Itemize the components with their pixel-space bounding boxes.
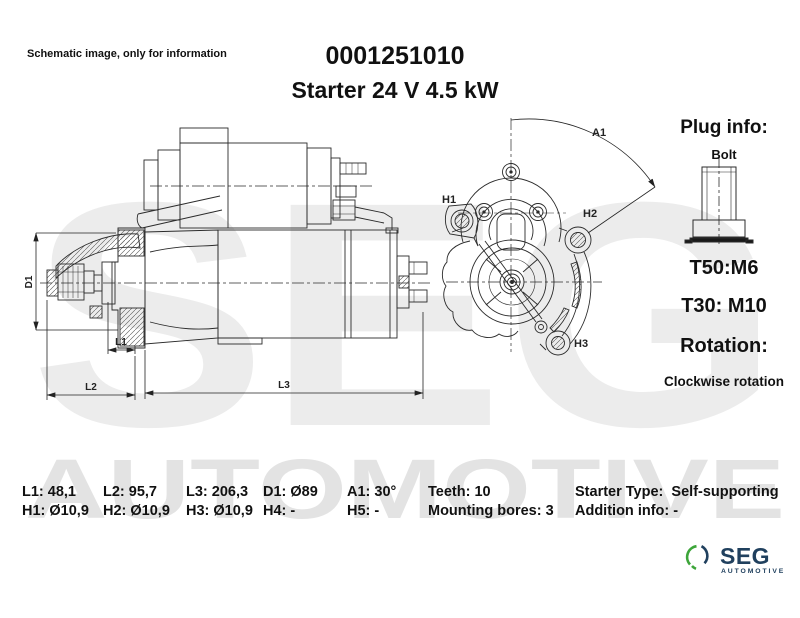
dim-label-h2: H2 bbox=[583, 208, 597, 220]
spec-d1: D1: Ø89 bbox=[263, 484, 318, 500]
spec-starter-type: Starter Type: Self-supporting bbox=[575, 484, 779, 500]
dim-label-a1: A1 bbox=[592, 127, 606, 139]
header-block: 0001251010 Starter 24 V 4.5 kW bbox=[190, 0, 600, 104]
spec-l1: L1: 48,1 bbox=[22, 484, 76, 500]
a1-angle-dimension bbox=[510, 118, 656, 234]
spec-addition-info: Addition info: - bbox=[575, 503, 679, 519]
spec-l2: L2: 95,7 bbox=[103, 484, 157, 500]
side-view-dimensions bbox=[33, 232, 424, 400]
spec-h4: H4: - bbox=[263, 503, 296, 519]
spec-h1: H1: Ø10,9 bbox=[22, 503, 89, 519]
spec-h3: H3: Ø10,9 bbox=[186, 503, 253, 519]
seg-logo-text: SEG bbox=[720, 543, 771, 569]
spec-teeth: Teeth: 10 bbox=[428, 484, 491, 500]
seg-logo: SEG AUTOMOTIVE bbox=[684, 543, 796, 583]
rotation-value: Clockwise rotation bbox=[663, 374, 785, 389]
dim-label-l2: L2 bbox=[85, 382, 97, 393]
seg-logo-subtext: AUTOMOTIVE bbox=[721, 568, 786, 575]
spec-a1: A1: 30° bbox=[347, 484, 397, 500]
a1-arc bbox=[510, 118, 656, 188]
front-view-labels: A1 H1 H2 H3 bbox=[442, 127, 606, 350]
part-number: 0001251010 bbox=[325, 42, 465, 70]
plug-type-label: Bolt bbox=[711, 147, 737, 162]
watermark-seg: SEG bbox=[30, 135, 780, 493]
plug-info-heading: Plug info: bbox=[680, 117, 768, 138]
front-view-drawing bbox=[441, 118, 602, 356]
t50-spec: T50:M6 bbox=[689, 257, 759, 279]
dim-label-l3: L3 bbox=[278, 380, 290, 391]
schematic-note: Schematic image, only for information bbox=[27, 48, 227, 60]
side-view-labels: D1 L1 L2 L3 bbox=[24, 275, 290, 393]
spec-mounting-bores: Mounting bores: 3 bbox=[428, 503, 554, 519]
side-view-drawing bbox=[40, 127, 432, 349]
dim-label-d1: D1 bbox=[24, 275, 35, 288]
dim-label-h3: H3 bbox=[574, 338, 588, 350]
watermark-automotive: AUTOMOTIVE bbox=[25, 442, 785, 536]
spec-l3: L3: 206,3 bbox=[186, 484, 249, 500]
spec-h2: H2: Ø10,9 bbox=[103, 503, 170, 519]
bolt-drawing bbox=[684, 158, 754, 246]
spec-h5: H5: - bbox=[347, 503, 380, 519]
dim-label-h1: H1 bbox=[442, 194, 456, 206]
t30-spec: T30: M10 bbox=[681, 295, 767, 317]
seg-logo-ring-icon bbox=[685, 544, 709, 571]
page-title: Starter 24 V 4.5 kW bbox=[291, 77, 499, 103]
rotation-heading: Rotation: bbox=[680, 335, 768, 357]
dim-label-l1: L1 bbox=[115, 337, 127, 348]
